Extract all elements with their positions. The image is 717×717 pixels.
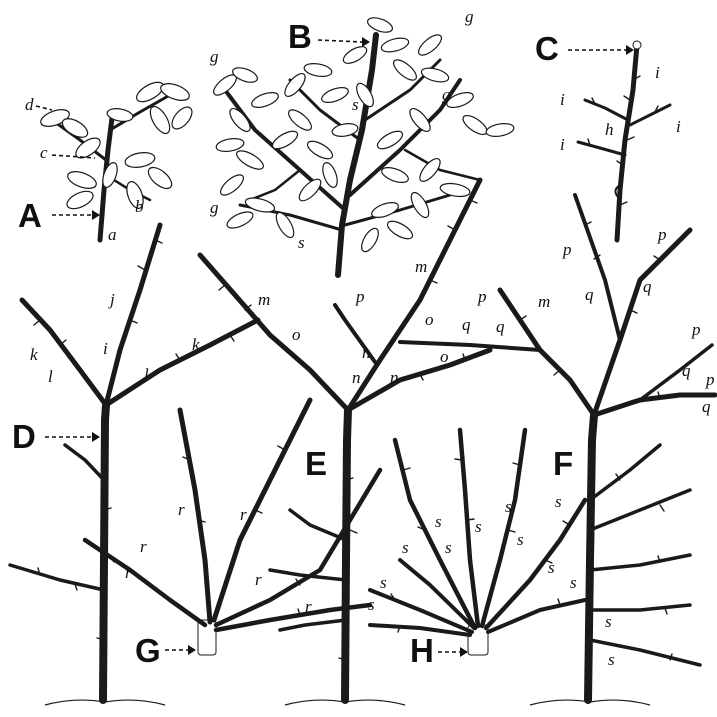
- label-o-e-left: o: [292, 325, 301, 344]
- label-s-h-4: s: [402, 538, 409, 557]
- label-k-d-left: k: [30, 345, 38, 364]
- label-s-f-4: s: [605, 612, 612, 631]
- label-s-f-3: s: [570, 573, 577, 592]
- label-k-d-right: k: [192, 335, 200, 354]
- label-h: h: [605, 120, 614, 139]
- label-b: b: [135, 197, 144, 216]
- label-r-g-1: r: [178, 500, 185, 519]
- label-p-f-mid: p: [477, 287, 487, 306]
- label-s-h-8: s: [368, 595, 375, 614]
- tree-f: F p p p p p q q q q q q m s s s s s: [400, 195, 715, 705]
- label-s-h-3: s: [505, 497, 512, 516]
- label-l-d-right: l: [144, 365, 149, 384]
- label-g-left: g: [210, 198, 219, 217]
- sketch-a-leaves: [39, 78, 196, 212]
- label-H: H: [410, 632, 434, 669]
- label-i-c-lower: i: [560, 135, 565, 154]
- label-q-f-right: q: [682, 361, 691, 380]
- label-g-top-left: g: [210, 47, 219, 66]
- label-o-e-mid: o: [425, 310, 434, 329]
- label-s-f-1: s: [555, 492, 562, 511]
- label-s-f-5: s: [608, 650, 615, 669]
- label-m-e-right: m: [415, 257, 427, 276]
- label-i-c-right: i: [676, 117, 681, 136]
- label-i-c-left: i: [560, 90, 565, 109]
- label-G: G: [135, 632, 161, 669]
- bush-h-thorns: [391, 459, 570, 632]
- label-s-h-1: s: [435, 512, 442, 531]
- label-r-g-6: r: [305, 597, 312, 616]
- label-a: a: [108, 225, 117, 244]
- label-p-f-top: p: [657, 225, 667, 244]
- label-m-f: m: [538, 292, 550, 311]
- label-n-e-right: n: [390, 368, 399, 387]
- label-r-g-2: r: [240, 505, 247, 524]
- label-p-e: p: [355, 287, 365, 306]
- label-s-h-2: s: [475, 517, 482, 536]
- label-l-d-left: l: [48, 367, 53, 386]
- label-r-g-4: r: [125, 563, 132, 582]
- label-d: d: [25, 95, 34, 114]
- sketch-b: B g g g g s s: [210, 7, 515, 275]
- label-n-e-top: n: [362, 343, 371, 362]
- label-n-e-left: n: [352, 368, 361, 387]
- label-s-h-5: s: [445, 538, 452, 557]
- label-q-f-mid2: q: [496, 317, 505, 336]
- label-c: c: [40, 143, 48, 162]
- label-A: A: [18, 197, 42, 234]
- label-q-f-left: q: [585, 285, 594, 304]
- label-s-h-6: s: [517, 530, 524, 549]
- label-p-f-left: p: [562, 240, 572, 259]
- tree-d: D j k k l l i: [10, 225, 258, 705]
- label-s-b-upper: s: [352, 95, 359, 114]
- label-r-g-3: r: [140, 537, 147, 556]
- label-p-f-edge: p: [705, 370, 715, 389]
- label-q-f-edge: q: [702, 397, 711, 416]
- label-i-c-top: i: [655, 63, 660, 82]
- label-i-d: i: [103, 339, 108, 358]
- label-D: D: [12, 418, 36, 455]
- label-q-f-mid: q: [462, 315, 471, 334]
- label-j: j: [108, 290, 115, 309]
- label-g-top-right: g: [465, 7, 474, 26]
- label-m-e-left: m: [258, 290, 270, 309]
- label-g-right: g: [442, 85, 451, 104]
- sketch-c: C i i i i h: [535, 30, 681, 240]
- label-p-f-right: p: [691, 320, 701, 339]
- label-q-f-top: q: [643, 277, 652, 296]
- label-C: C: [535, 30, 559, 67]
- label-s-b-lower: s: [298, 233, 305, 252]
- label-F: F: [553, 445, 573, 482]
- sketch-a: A a b c d: [18, 78, 196, 244]
- label-r-g-5: r: [255, 570, 262, 589]
- label-s-f-2: s: [548, 558, 555, 577]
- label-o-e-right: o: [440, 347, 449, 366]
- label-B: B: [288, 18, 312, 55]
- label-E: E: [305, 445, 327, 482]
- label-s-h-7: s: [380, 573, 387, 592]
